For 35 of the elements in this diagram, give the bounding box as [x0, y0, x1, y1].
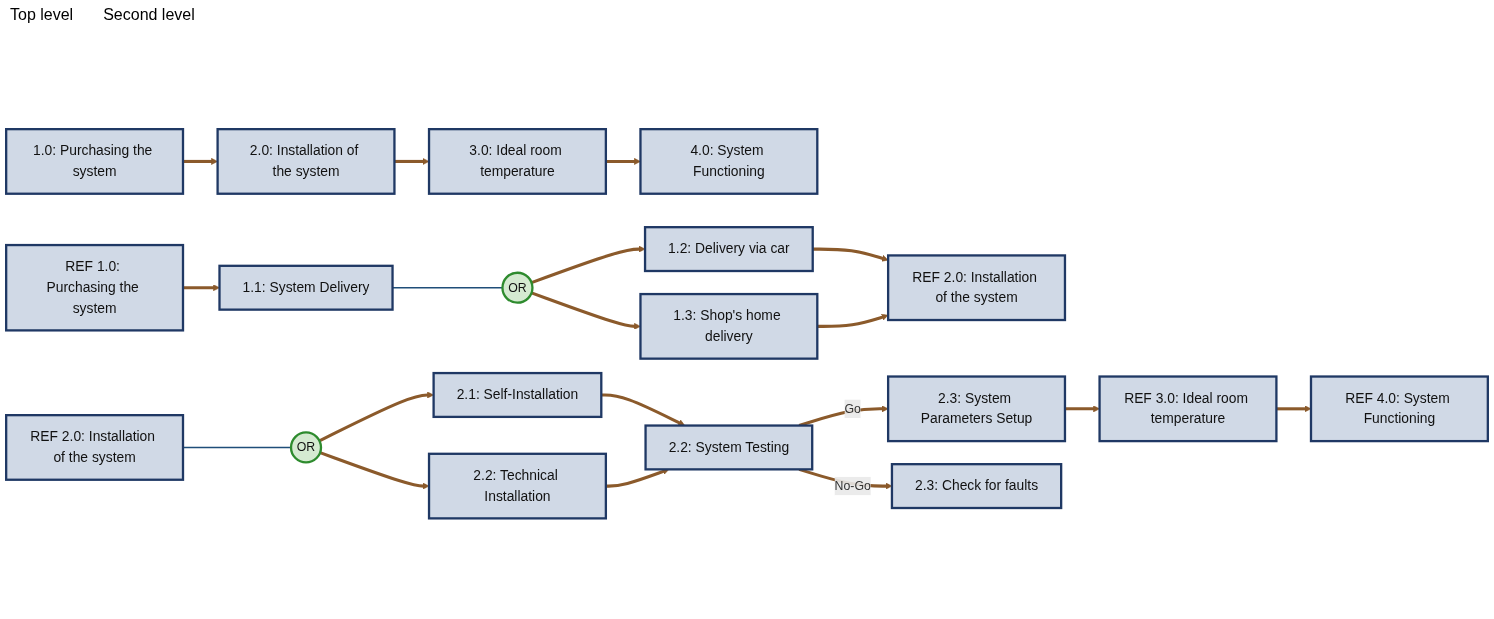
node-box: REF 2.0: Installation of the system: [5, 414, 185, 482]
arrow: [531, 291, 641, 330]
edge-label: No-Go: [834, 479, 871, 493]
node-box: 1.3: Shop's home delivery: [639, 293, 819, 361]
node-box: 2.2: Technical Installation: [427, 452, 608, 520]
node-box: REF 3.0: Ideal room temperature: [1098, 375, 1278, 443]
arrow: [183, 284, 220, 292]
arrow: [817, 314, 889, 329]
arrow: [531, 245, 646, 285]
node-box: 2.1: Self-Installation: [432, 372, 603, 419]
node-box: REF 1.0: Purchasing the system: [5, 244, 185, 332]
node-box: REF 2.0: Installation of the system: [886, 254, 1067, 322]
arrow: [318, 391, 434, 443]
edge-label: Go: [844, 402, 861, 416]
section-heading: Second level: [103, 6, 195, 24]
arrow: [812, 247, 889, 262]
node-box: 2.3: Check for faults: [890, 463, 1063, 510]
node-box: 2.3: System Parameters Setup: [886, 375, 1067, 443]
arrow: [1064, 405, 1100, 413]
node-box: 4.0: System Functioning: [639, 128, 819, 196]
node-box: 1.2: Delivery via car: [643, 226, 814, 273]
node-box: 1.0: Purchasing the system: [5, 128, 185, 196]
arrow: [605, 158, 641, 166]
node-box: 2.0: Installation of the system: [216, 128, 396, 196]
arrow: [1276, 405, 1312, 413]
node-circle: OR: [289, 431, 323, 464]
node-box: 2.2: System Testing: [644, 424, 814, 471]
node-box: 1.1: System Delivery: [218, 264, 394, 312]
arrow: [319, 451, 430, 490]
arrow: [183, 158, 218, 166]
node-box: REF 4.0: System Functioning: [1309, 375, 1489, 443]
node-circle: OR: [501, 271, 534, 305]
section-heading: Top level: [10, 6, 74, 24]
node-box: 3.0: Ideal room temperature: [427, 128, 608, 196]
arrow: [394, 158, 430, 166]
